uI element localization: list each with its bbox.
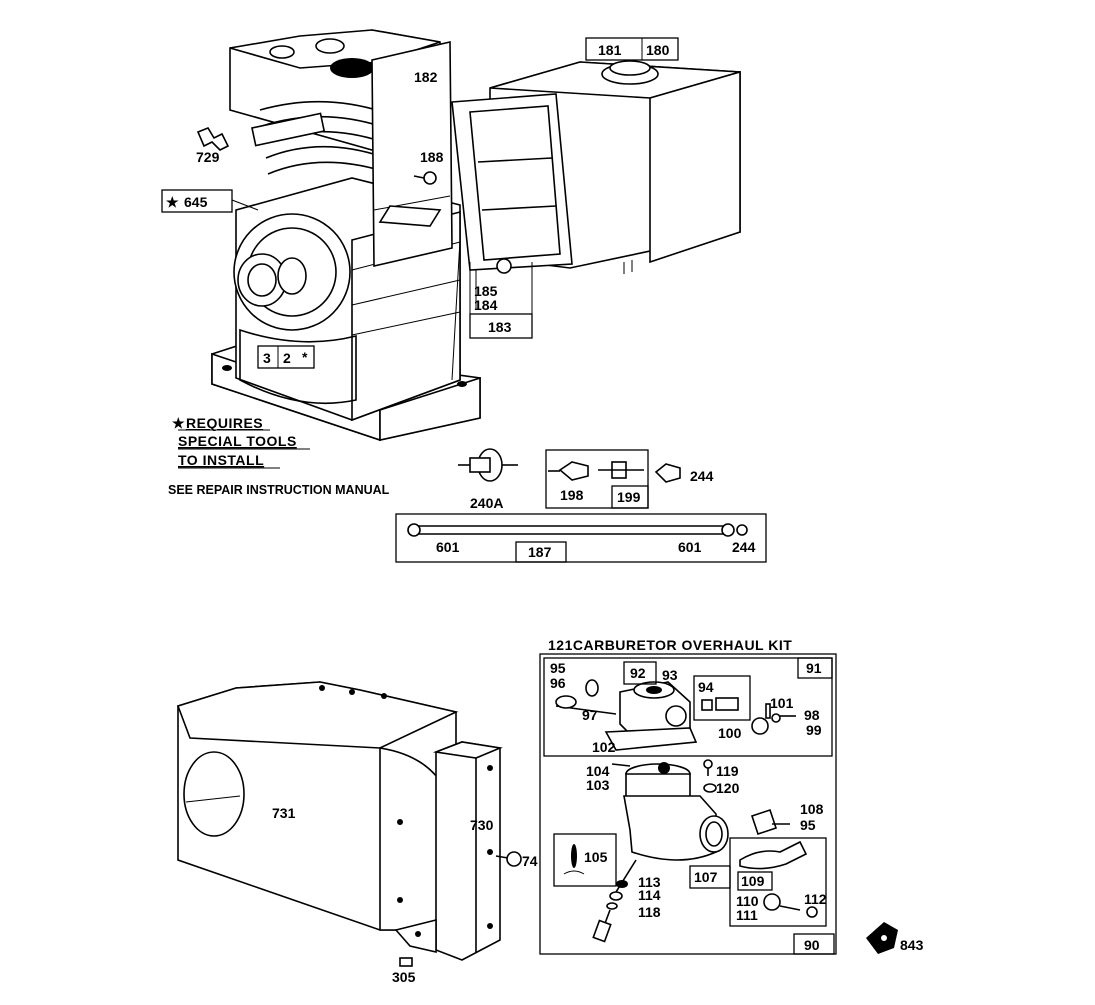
box-109 <box>737 871 773 891</box>
part-843 <box>866 922 898 954</box>
callout-2: 2 <box>283 350 291 366</box>
callout-120: 120 <box>716 780 740 796</box>
box-90-label <box>793 933 835 955</box>
screw-74 <box>495 851 522 867</box>
callout-199: 199 <box>617 489 641 505</box>
callout-182: 182 <box>414 69 438 85</box>
bracket-730 <box>394 741 503 961</box>
note-star: ★ <box>172 415 185 431</box>
callout-645-star: ★ <box>166 194 179 210</box>
callout-240a: 240A <box>470 495 503 511</box>
callout-110: 110 <box>736 893 759 909</box>
box-107-label <box>689 865 731 889</box>
fuel-line-187 <box>407 523 748 537</box>
callout-601-b: 601 <box>678 539 702 555</box>
note-to-install: TO INSTALL <box>178 452 264 468</box>
callout-101: 101 <box>770 695 794 711</box>
kit-title: 121CARBURETOR OVERHAUL KIT <box>548 637 792 653</box>
callout-95-b: 95 <box>800 817 816 833</box>
callout-96: 96 <box>550 675 566 691</box>
box-187-label <box>515 541 567 563</box>
callout-102: 102 <box>592 739 616 755</box>
callout-3: 3 <box>263 350 271 366</box>
callout-93: 93 <box>662 667 678 683</box>
callout-103: 103 <box>586 777 610 793</box>
callout-94: 94 <box>698 679 714 695</box>
callout-107: 107 <box>694 869 718 885</box>
note-see-manual: SEE REPAIR INSTRUCTION MANUAL <box>168 483 390 497</box>
callout-113: 113 <box>638 874 661 890</box>
callout-91: 91 <box>806 660 822 676</box>
callout-99: 99 <box>806 722 822 738</box>
callout-180: 180 <box>646 42 670 58</box>
callout-97: 97 <box>582 707 598 723</box>
callout-104: 104 <box>586 763 610 779</box>
callout-729: 729 <box>196 149 220 165</box>
box-91 <box>543 657 833 757</box>
box-180-181 <box>585 37 679 61</box>
box-199 <box>611 485 649 509</box>
box-92 <box>623 661 657 685</box>
callout-184: 184 <box>474 297 498 313</box>
screw-188 <box>413 171 437 185</box>
callout-185: 185 <box>474 283 498 299</box>
callout-114: 114 <box>638 887 661 903</box>
fuel-tank-drawing <box>451 60 741 310</box>
clip-729 <box>196 127 230 151</box>
note-special-tools: SPECIAL TOOLS <box>178 433 297 449</box>
callout-601-a: 601 <box>436 539 460 555</box>
callout-119: 119 <box>716 763 739 779</box>
box-183 <box>469 313 533 339</box>
note-requires: REQUIRES <box>186 415 263 431</box>
callout-95-a: 95 <box>550 660 566 676</box>
callout-183: 183 <box>488 319 512 335</box>
callout-244-a: 244 <box>690 468 714 484</box>
callout-74: 74 <box>522 853 538 869</box>
carburetor-drawing <box>555 679 818 943</box>
box-90 <box>539 653 837 955</box>
callout-187: 187 <box>528 544 552 560</box>
box-94 <box>693 675 751 721</box>
callout-98: 98 <box>804 707 820 723</box>
callout-92: 92 <box>630 665 646 681</box>
callout-118: 118 <box>638 904 661 920</box>
callout-2-star: * <box>302 349 308 365</box>
box-3-2 <box>257 345 315 369</box>
box-645 <box>161 189 233 213</box>
callout-244-b: 244 <box>732 539 756 555</box>
callout-112: 112 <box>804 891 827 907</box>
fuel-fittings-198-199 <box>548 461 681 483</box>
callout-198: 198 <box>560 487 584 503</box>
box-187 <box>395 513 767 563</box>
screw-305 <box>399 957 413 967</box>
box-105 <box>553 833 617 887</box>
callout-730: 730 <box>470 817 494 833</box>
blower-housing-731 <box>176 681 459 931</box>
callout-305: 305 <box>392 969 416 985</box>
engine-block-drawing <box>211 29 481 442</box>
callout-109: 109 <box>741 873 765 889</box>
callout-111: 111 <box>736 907 758 923</box>
callout-188: 188 <box>420 149 444 165</box>
box-198-199 <box>545 449 649 509</box>
fuel-filter-240a <box>458 448 518 482</box>
callout-90: 90 <box>804 937 820 953</box>
box-91-label <box>797 657 833 679</box>
callout-731: 731 <box>272 805 296 821</box>
callout-645: 645 <box>184 194 208 210</box>
callout-108: 108 <box>800 801 824 817</box>
callout-105: 105 <box>584 849 608 865</box>
callout-843: 843 <box>900 937 924 953</box>
callout-100: 100 <box>718 725 742 741</box>
callout-181: 181 <box>598 42 622 58</box>
